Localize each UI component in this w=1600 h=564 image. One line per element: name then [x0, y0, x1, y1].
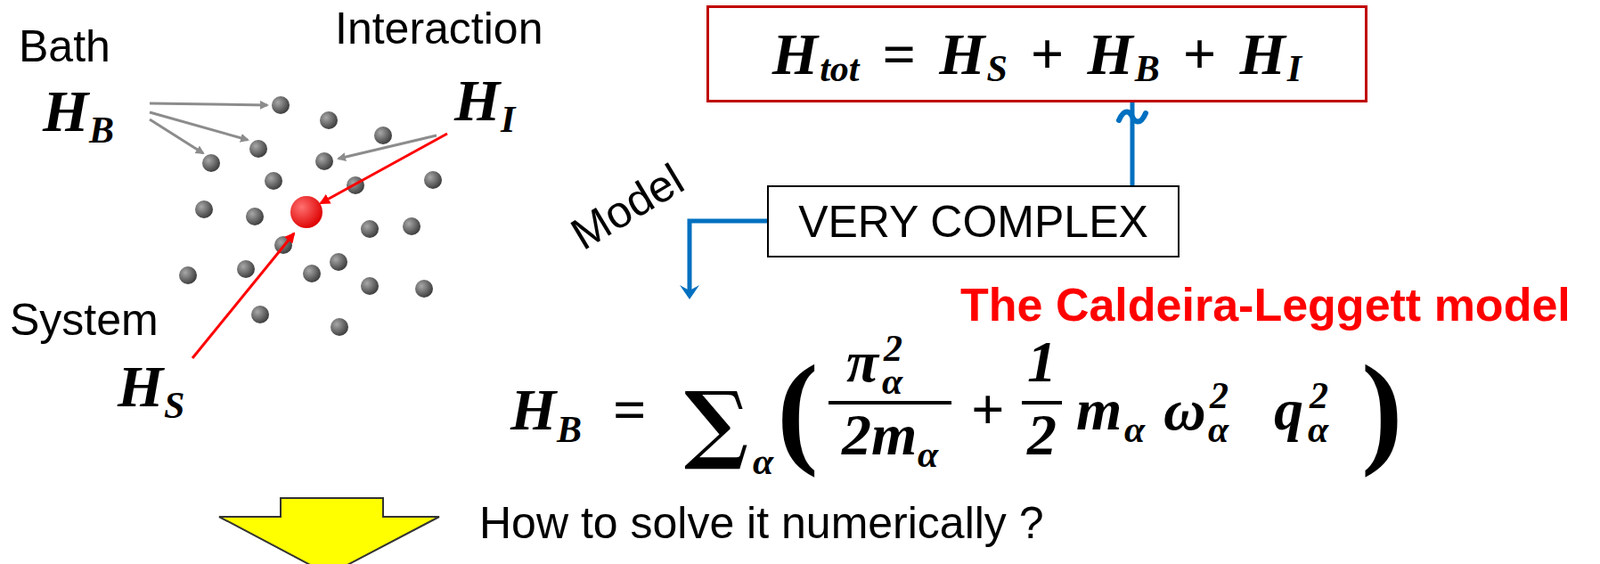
bath-particle	[319, 111, 338, 130]
fraction-bar	[828, 400, 952, 405]
bath-particle	[195, 200, 213, 219]
equals-sign: =	[612, 380, 647, 440]
superscript: 2	[1209, 376, 1229, 415]
bath-label: Bath	[18, 24, 111, 69]
bath-arrow	[149, 119, 204, 154]
subscript: tot	[819, 49, 859, 88]
bath-particle	[360, 220, 379, 238]
model-label: Model	[563, 155, 691, 257]
bath-particle	[245, 207, 264, 226]
equation-symbol: H	[510, 380, 556, 440]
bath-particle	[360, 277, 379, 295]
connector	[1118, 102, 1146, 186]
hamiltonian-symbol: H	[772, 24, 818, 84]
bath-particle	[236, 260, 255, 278]
hamiltonian-symbol: H	[117, 357, 164, 417]
system-particle	[290, 195, 323, 229]
hamiltonian-symbol: H	[42, 81, 89, 141]
equation-symbol: m	[871, 405, 917, 465]
equation-symbol: 1	[1027, 332, 1057, 392]
model-arrow	[689, 220, 768, 291]
subscript: B	[89, 111, 115, 149]
subscript: α	[1208, 410, 1229, 449]
parenthesis: )	[1361, 346, 1404, 472]
operator: +	[1030, 24, 1065, 84]
equation-symbol: q	[1273, 380, 1304, 440]
bath-particle	[251, 305, 270, 324]
bath-particle	[330, 318, 349, 336]
bath-particle	[264, 171, 283, 190]
equation-box: Htot=HS+HB+HI	[706, 5, 1368, 103]
subscript: α	[1124, 410, 1145, 449]
bath-arrow	[149, 112, 248, 140]
bath-particle	[424, 171, 442, 189]
bath-particle	[179, 266, 197, 285]
plus-sign: +	[971, 380, 1005, 440]
operator: +	[1183, 24, 1217, 84]
superscript: 2	[1309, 376, 1329, 415]
bath-particle	[271, 96, 290, 115]
note-box: VERY COMPLEX	[767, 185, 1180, 258]
operator: =	[882, 24, 917, 84]
subscript: B	[556, 410, 582, 449]
box-text: VERY COMPLEX	[798, 199, 1149, 245]
equation-symbol: 2	[1027, 405, 1057, 465]
system-arrow	[192, 233, 294, 359]
superscript: 2	[883, 329, 903, 368]
bath-particle	[202, 154, 221, 172]
bath-particle	[374, 126, 392, 145]
fraction-bar	[1021, 400, 1062, 405]
subscript: α	[881, 362, 903, 400]
subscript: B	[1134, 49, 1160, 88]
bath-particle	[249, 139, 268, 158]
subscript: I	[500, 100, 515, 139]
equation-symbol: ω	[1163, 380, 1207, 440]
equation-symbol: 2	[841, 405, 872, 465]
equation-symbol: π	[846, 332, 879, 392]
subscript: α	[1307, 410, 1329, 449]
bath-particle	[415, 279, 433, 298]
sum-sign: ∑	[684, 380, 749, 466]
bath-particle	[315, 152, 334, 171]
model-name: The Caldeira-Leggett model	[960, 281, 1571, 328]
subscript: S	[163, 386, 185, 425]
bath-arrow	[149, 103, 268, 106]
hamiltonian-symbol: H	[454, 71, 500, 131]
question-text: How to solve it numerically ?	[479, 500, 1045, 546]
subscript: S	[987, 49, 1008, 88]
bath-particle	[302, 264, 321, 283]
hamiltonian-symbol: H	[1086, 24, 1133, 84]
interaction-label: Interaction	[334, 6, 543, 51]
interaction-arrow	[320, 133, 448, 204]
equation-symbol: m	[1076, 380, 1122, 440]
bath-particle	[402, 217, 421, 236]
hamiltonian-symbol: H	[938, 24, 985, 84]
subscript: I	[1287, 49, 1302, 88]
subscript: α	[917, 435, 939, 474]
system-label: System	[9, 297, 159, 343]
bath-arrows	[149, 103, 437, 159]
down-block-arrow	[219, 497, 440, 564]
red-arrows	[192, 133, 448, 359]
parenthesis: (	[776, 346, 819, 472]
bath-particle	[329, 253, 348, 271]
hamiltonian-symbol: H	[1239, 24, 1285, 84]
subscript: α	[752, 442, 774, 481]
tilde-mark	[1118, 112, 1146, 123]
